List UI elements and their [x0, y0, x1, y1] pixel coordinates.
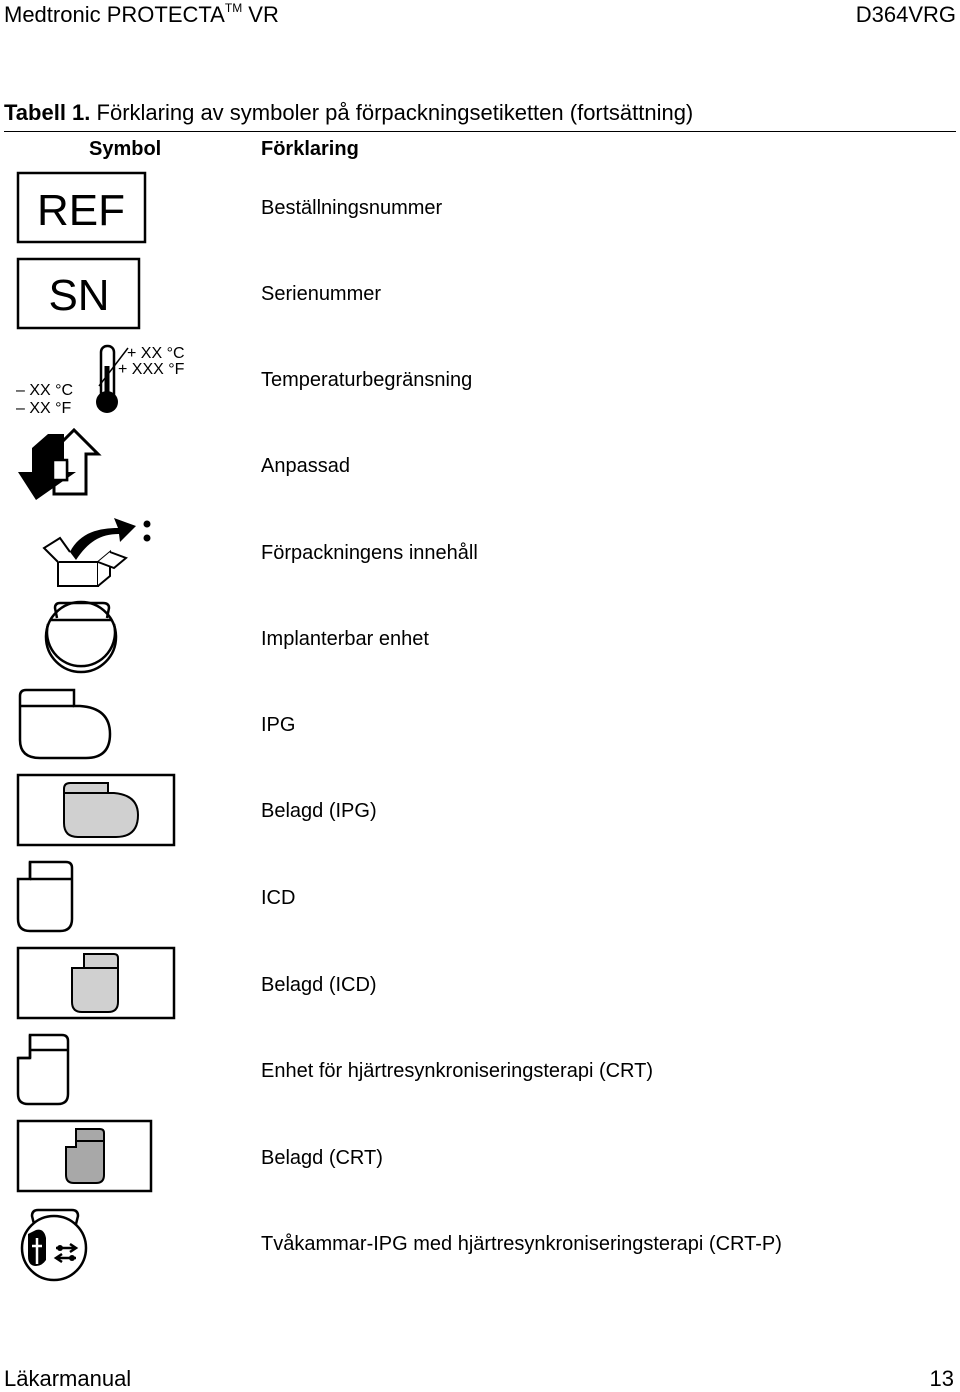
temp-lower-f: – XX °F: [16, 400, 72, 417]
icd-symbol: [16, 860, 74, 933]
footer-manual: Läkarmanual: [4, 1366, 132, 1391]
header-product: Medtronic PROTECTATM VR: [4, 0, 279, 28]
temp-upper-c: + XX °C: [127, 345, 185, 362]
sn-symbol: SN: [16, 257, 141, 330]
package-contents-symbol: [42, 518, 151, 587]
explanation-implantable-device: Implanterbar enhet: [261, 628, 429, 650]
header-model: D364VRG: [855, 2, 956, 27]
coated-icd-shape: [71, 953, 119, 1013]
explanation-crt-p: Tvåkammar-IPG med hjärtresynkroniserings…: [261, 1233, 782, 1255]
explanation-package-contents: Förpackningens innehåll: [261, 542, 478, 564]
trademark-mark: TM: [224, 0, 243, 15]
explanation-adapter: Anpassad: [261, 455, 350, 477]
product-suffix: VR: [242, 2, 279, 27]
table-caption: Tabell 1. Förklaring av symboler på förp…: [4, 100, 693, 126]
explanation-coated-crt: Belagd (CRT): [261, 1147, 383, 1169]
coated-icd-symbol: [16, 946, 176, 1020]
implantable-device-symbol: [44, 600, 118, 674]
explanation-ref: Beställningsnummer: [261, 197, 443, 219]
coated-crt-symbol: [16, 1119, 153, 1193]
explanation-temperature: Temperaturbegränsning: [261, 369, 473, 391]
table-caption-text: Förklaring av symboler på förpackningset…: [96, 100, 694, 125]
footer-page-number: 13: [929, 1366, 954, 1391]
table-caption-label: Tabell 1.: [4, 100, 91, 125]
adapter-symbol: [18, 428, 102, 500]
crt-p-symbol: [20, 1208, 88, 1282]
coated-crt-shape: [65, 1128, 105, 1184]
column-header-symbol: Symbol: [89, 138, 162, 160]
coated-ipg-shape: [63, 782, 140, 838]
ipg-symbol: [18, 688, 112, 760]
product-name: Medtronic PROTECTA: [4, 2, 225, 27]
temp-lower-c: – XX °C: [16, 382, 73, 399]
explanation-coated-icd: Belagd (ICD): [261, 974, 377, 996]
explanation-coated-ipg: Belagd (IPG): [261, 800, 377, 822]
temperature-limit-symbol: + XX °C + XXX °F – XX °C – XX °F: [16, 344, 185, 417]
temp-upper-f: + XXX °F: [118, 361, 185, 378]
coated-ipg-symbol: [16, 773, 176, 847]
sn-symbol-text: SN: [48, 271, 109, 320]
ref-symbol: REF: [16, 171, 147, 244]
ref-symbol-text: REF: [37, 186, 125, 235]
caption-rule: [4, 131, 956, 132]
column-header-explanation: Förklaring: [261, 138, 359, 160]
explanation-ipg: IPG: [261, 714, 296, 736]
crt-symbol: [16, 1033, 70, 1106]
explanation-sn: Serienummer: [261, 283, 382, 305]
explanation-crt: Enhet för hjärtresynkroniseringsterapi (…: [261, 1060, 654, 1082]
explanation-icd: ICD: [261, 887, 296, 909]
